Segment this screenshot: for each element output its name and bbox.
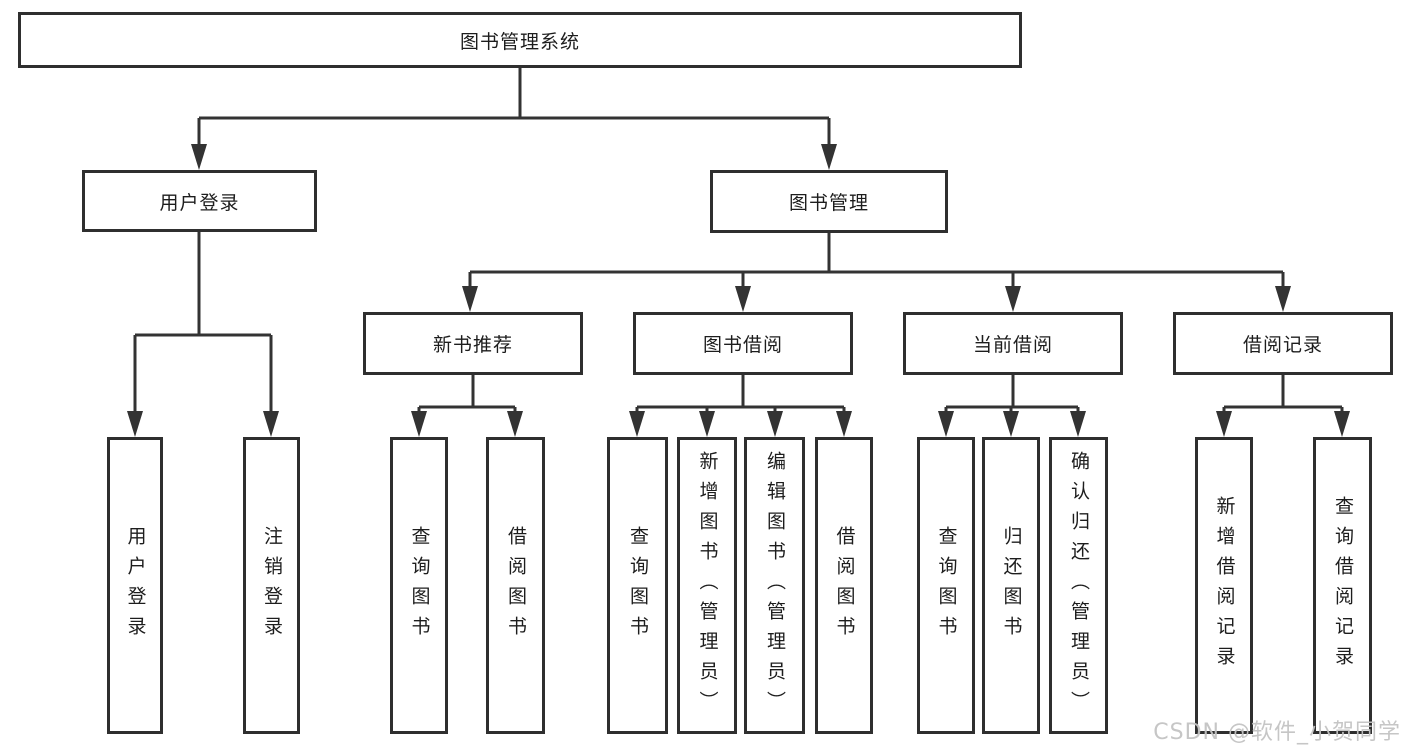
node-label: 用户登录 (159, 191, 240, 214)
node-label: 查询图书 (935, 525, 958, 646)
csdn-watermark: CSDN @软件_小贺同学 (1153, 720, 1401, 745)
node-label: 新书推荐 (432, 334, 513, 356)
leaf-query-book-borrow: 查询图书 (607, 437, 668, 734)
leaf-borrow-book: 借阅图书 (815, 437, 873, 734)
arrowheads (127, 144, 1350, 437)
node-label: 确认归还（管理员） (1068, 450, 1090, 721)
leaf-user-login: 用户登录 (107, 437, 163, 734)
node-label: 图书管理 (788, 192, 869, 214)
node-label: 查询图书 (408, 525, 431, 646)
leaf-query-borrow-record: 查询借阅记录 (1313, 437, 1372, 734)
node-book-management: 图书管理 (710, 170, 948, 233)
node-new-book-recommend: 新书推荐 (363, 312, 583, 375)
node-label: 借阅记录 (1242, 334, 1323, 356)
node-label: 图书借阅 (702, 334, 783, 356)
leaf-confirm-return-admin: 确认归还（管理员） (1049, 437, 1108, 734)
leaf-return-book: 归还图书 (982, 437, 1040, 734)
node-root-library-management-system: 图书管理系统 (18, 12, 1022, 68)
node-label: 当前借阅 (972, 334, 1053, 356)
node-user-login: 用户登录 (82, 170, 317, 232)
leaf-query-book-current: 查询图书 (917, 437, 975, 734)
node-book-borrow: 图书借阅 (633, 312, 853, 375)
node-label: 新增借阅记录 (1213, 495, 1236, 676)
connector-paths (133, 67, 1344, 413)
leaf-edit-book-admin: 编辑图书（管理员） (744, 437, 805, 734)
node-label: 借阅图书 (505, 525, 527, 646)
node-label: 归还图书 (1000, 525, 1023, 646)
node-label: 借阅图书 (833, 525, 856, 646)
node-label: 查询图书 (627, 525, 649, 646)
node-label: 注销登录 (261, 525, 283, 646)
leaf-query-book-recommend: 查询图书 (390, 437, 448, 734)
node-label: 图书管理系统 (459, 30, 580, 53)
leaf-add-borrow-record: 新增借阅记录 (1195, 437, 1253, 734)
node-current-borrow: 当前借阅 (903, 312, 1123, 375)
leaf-add-book-admin: 新增图书（管理员） (677, 437, 737, 734)
node-label: 查询借阅记录 (1332, 495, 1354, 676)
node-borrow-record: 借阅记录 (1173, 312, 1393, 375)
node-label: 用户登录 (124, 525, 147, 646)
node-label: 编辑图书（管理员） (764, 450, 786, 721)
leaf-borrow-book-recommend: 借阅图书 (486, 437, 545, 734)
leaf-logout: 注销登录 (243, 437, 300, 734)
node-label: 新增图书（管理员） (696, 450, 719, 721)
